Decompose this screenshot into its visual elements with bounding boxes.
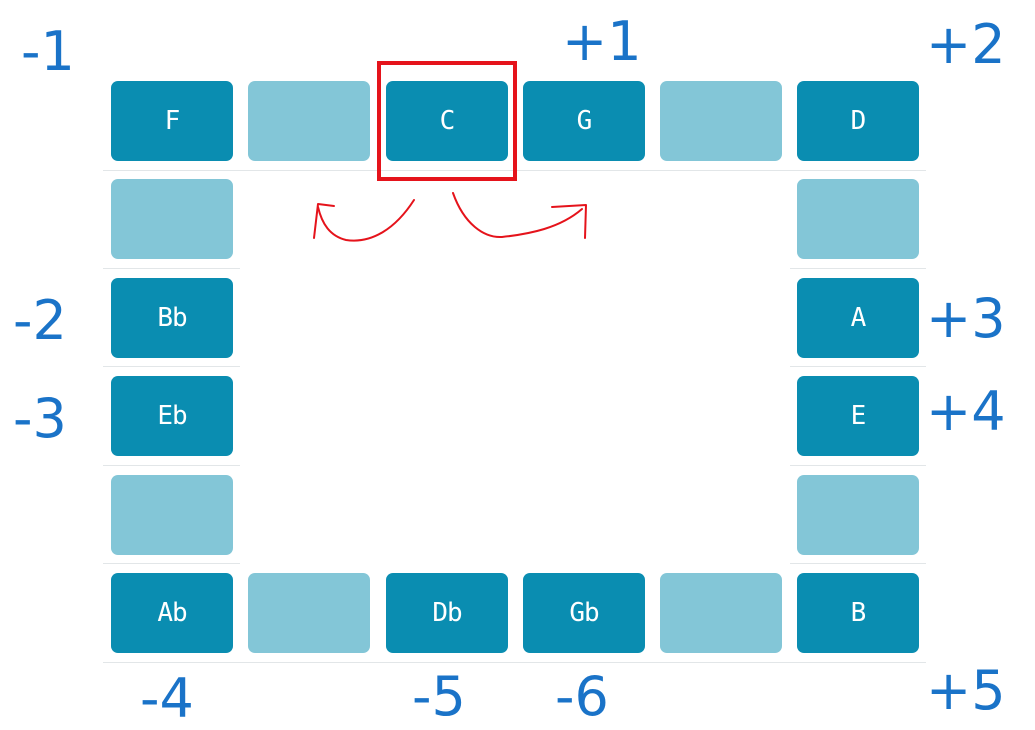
- key-gb[interactable]: Gb: [523, 573, 645, 653]
- label-plus-5: +5: [926, 659, 1006, 722]
- row-divider: [790, 268, 926, 269]
- key-empty[interactable]: [797, 179, 919, 259]
- key-a[interactable]: A: [797, 278, 919, 358]
- label-minus-3: -3: [13, 387, 67, 450]
- key-empty[interactable]: [660, 81, 782, 161]
- label-minus-5: -5: [412, 665, 466, 728]
- key-b[interactable]: B: [797, 573, 919, 653]
- key-empty[interactable]: [797, 475, 919, 555]
- row-divider: [103, 662, 926, 663]
- arrow-left-head-icon: [313, 203, 335, 239]
- key-db[interactable]: Db: [386, 573, 508, 653]
- key-empty[interactable]: [660, 573, 782, 653]
- selection-highlight: [377, 61, 517, 181]
- label-plus-1: +1: [562, 10, 642, 73]
- label-plus-2: +2: [926, 13, 1006, 76]
- row-divider: [103, 563, 240, 564]
- key-bb[interactable]: Bb: [111, 278, 233, 358]
- label-minus-6: -6: [555, 665, 609, 728]
- row-divider: [790, 465, 926, 466]
- arrow-right-head-icon: [551, 204, 587, 239]
- key-f[interactable]: F: [111, 81, 233, 161]
- row-divider: [103, 268, 240, 269]
- arrow-right-icon: [452, 192, 583, 239]
- key-empty[interactable]: [248, 81, 370, 161]
- row-divider: [103, 465, 240, 466]
- label-minus-2: -2: [13, 289, 67, 352]
- key-ab[interactable]: Ab: [111, 573, 233, 653]
- label-minus-1: -1: [21, 20, 75, 83]
- arrow-left-icon: [317, 199, 415, 242]
- row-divider: [103, 366, 240, 367]
- row-divider: [790, 563, 926, 564]
- key-e[interactable]: E: [797, 376, 919, 456]
- key-empty[interactable]: [111, 475, 233, 555]
- label-minus-4: -4: [140, 667, 194, 730]
- key-d[interactable]: D: [797, 81, 919, 161]
- label-plus-4: +4: [926, 380, 1006, 443]
- key-empty[interactable]: [248, 573, 370, 653]
- key-c[interactable]: C: [386, 81, 508, 161]
- key-empty[interactable]: [111, 179, 233, 259]
- label-plus-3: +3: [926, 287, 1006, 350]
- row-divider: [790, 366, 926, 367]
- key-eb[interactable]: Eb: [111, 376, 233, 456]
- key-g[interactable]: G: [523, 81, 645, 161]
